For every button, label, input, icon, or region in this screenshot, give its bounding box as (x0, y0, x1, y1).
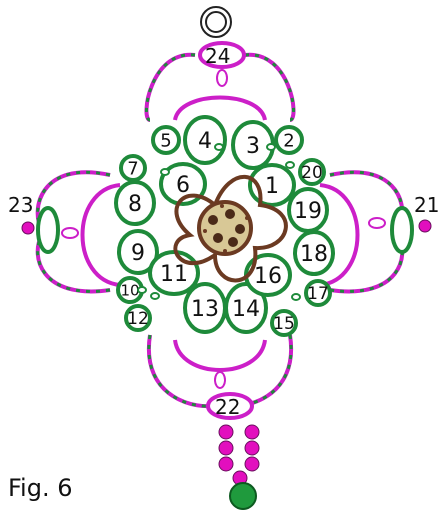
ring-4-label: 4 (198, 129, 212, 154)
bead-right (419, 220, 431, 232)
join-picot-7 (215, 144, 223, 150)
ring-16-label: 16 (254, 264, 282, 289)
label-24: 24 (205, 44, 230, 68)
end-bead-green (230, 483, 256, 509)
label-23: 23 (8, 193, 33, 217)
ring-3-label: 3 (246, 134, 260, 159)
bead-left (22, 222, 34, 234)
ring-10-label: 10 (120, 281, 139, 299)
join-picot-2 (161, 169, 169, 175)
chain-top-inner (175, 98, 265, 121)
join-picot-4 (138, 287, 146, 293)
join-picot-3 (286, 162, 294, 168)
ring-23-shape (38, 208, 58, 252)
label-22: 22 (215, 395, 240, 419)
ring-9-label: 9 (131, 241, 145, 266)
ring-19-label: 19 (294, 199, 322, 224)
ring-5-label: 5 (160, 130, 171, 151)
bead-tail (219, 425, 259, 485)
join-picot-6 (292, 294, 300, 300)
join-picot-5 (151, 293, 159, 299)
chain-bottom-inner (175, 340, 265, 370)
ring-13-label: 13 (191, 297, 219, 322)
ring-12-label: 12 (127, 309, 149, 329)
ring-17-label: 17 (307, 284, 329, 304)
join-picot-1 (267, 144, 275, 150)
picot-left (62, 228, 78, 238)
ring-1-label: 1 (265, 174, 279, 199)
anchor-ring (201, 7, 231, 37)
figure-caption: Fig. 6 (8, 474, 73, 502)
ring-2-label: 2 (283, 130, 294, 151)
ring-14-label: 14 (232, 297, 260, 322)
picot-right (369, 218, 385, 228)
ring-21-shape (392, 208, 412, 252)
picot-top (217, 70, 227, 86)
ring-15-label: 15 (273, 314, 295, 334)
ring-7-label: 7 (127, 158, 138, 179)
picot-bottom (215, 372, 225, 388)
ring-18-label: 18 (300, 242, 328, 267)
ring-11-label: 11 (160, 262, 188, 287)
ring-8-label: 8 (128, 192, 142, 217)
ring-20-label: 20 (301, 163, 323, 183)
label-21: 21 (414, 193, 439, 217)
